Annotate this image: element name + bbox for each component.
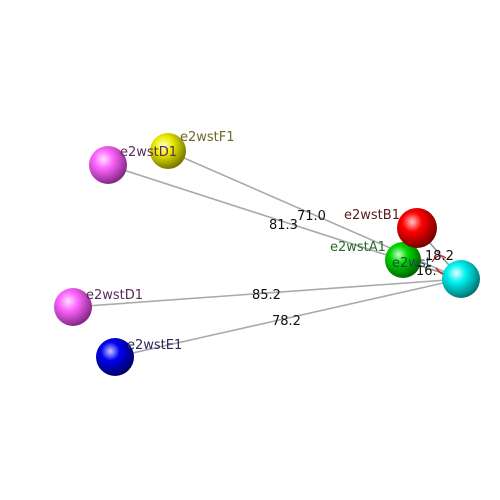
atom-sphere-center[interactable] <box>442 260 480 298</box>
atom-sphere-a1[interactable] <box>385 242 421 278</box>
distance-label-d1-lower: 85.2 <box>252 288 281 303</box>
atom-label-e1: e2wstE1 <box>127 338 182 353</box>
distance-labels: 71.0 81.3 85.2 78.2 18.2 16. <box>252 209 454 329</box>
angle-arc-inner <box>431 255 447 263</box>
atom-sphere-d1-lower[interactable] <box>54 288 92 326</box>
atom-sphere-d1-upper[interactable] <box>89 146 127 184</box>
distance-label-b1: 18.2 <box>425 249 454 264</box>
atom-label-d1-upper: e2wstD1 <box>120 145 177 160</box>
distance-line-d1-lower <box>72 278 462 308</box>
atom-sphere-b1[interactable] <box>397 208 437 248</box>
distance-label-a1: 16. <box>416 264 437 279</box>
atom-label-f1: e2wstF1 <box>180 130 235 145</box>
atom-label-a1: e2wstA1 <box>330 240 386 255</box>
distance-label-e1: 78.2 <box>272 314 301 329</box>
atom-label-d1-lower: e2wstD1 <box>86 288 143 303</box>
atom-labels: e2wstF1 e2wstD1 e2wstD1 e2wstE1 e2wstB1 … <box>86 130 431 353</box>
distance-line-e1 <box>114 278 462 358</box>
distance-label-f1: 71.0 <box>297 209 326 224</box>
distance-label-d1-upper: 81.3 <box>269 218 298 233</box>
atom-label-b1: e2wstB1 <box>344 208 400 223</box>
atom-label-overlap: e2wst <box>392 256 431 271</box>
atom-sphere-e1[interactable] <box>96 338 134 376</box>
atoms <box>54 133 480 376</box>
atom-sphere-f1[interactable] <box>150 133 186 169</box>
